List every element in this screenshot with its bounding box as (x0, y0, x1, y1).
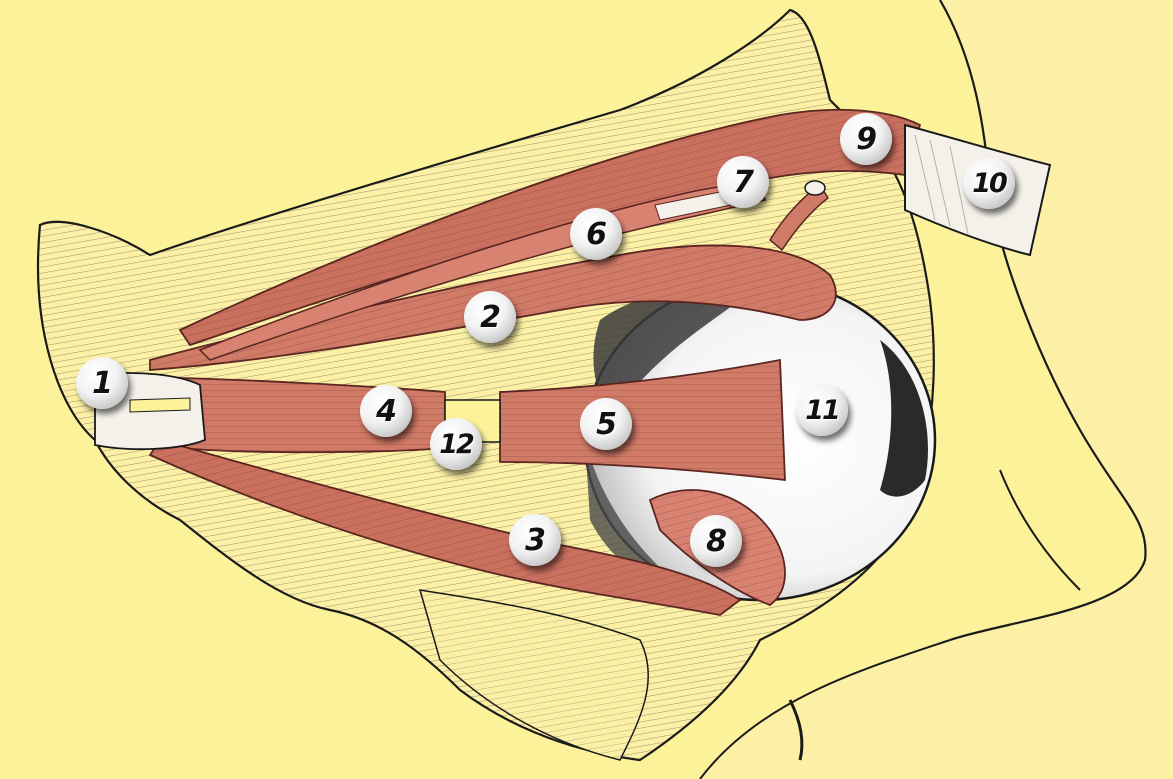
marker-10: 10 (963, 157, 1015, 209)
marker-11: 11 (796, 384, 848, 436)
marker-7: 7 (717, 156, 769, 208)
marker-5: 5 (580, 398, 632, 450)
marker-8: 8 (690, 515, 742, 567)
marker-6: 6 (570, 208, 622, 260)
marker-1: 1 (76, 357, 128, 409)
marker-9: 9 (840, 113, 892, 165)
marker-4: 4 (360, 385, 412, 437)
marker-2: 2 (464, 291, 516, 343)
marker-12: 12 (430, 418, 482, 470)
marker-3: 3 (509, 514, 561, 566)
